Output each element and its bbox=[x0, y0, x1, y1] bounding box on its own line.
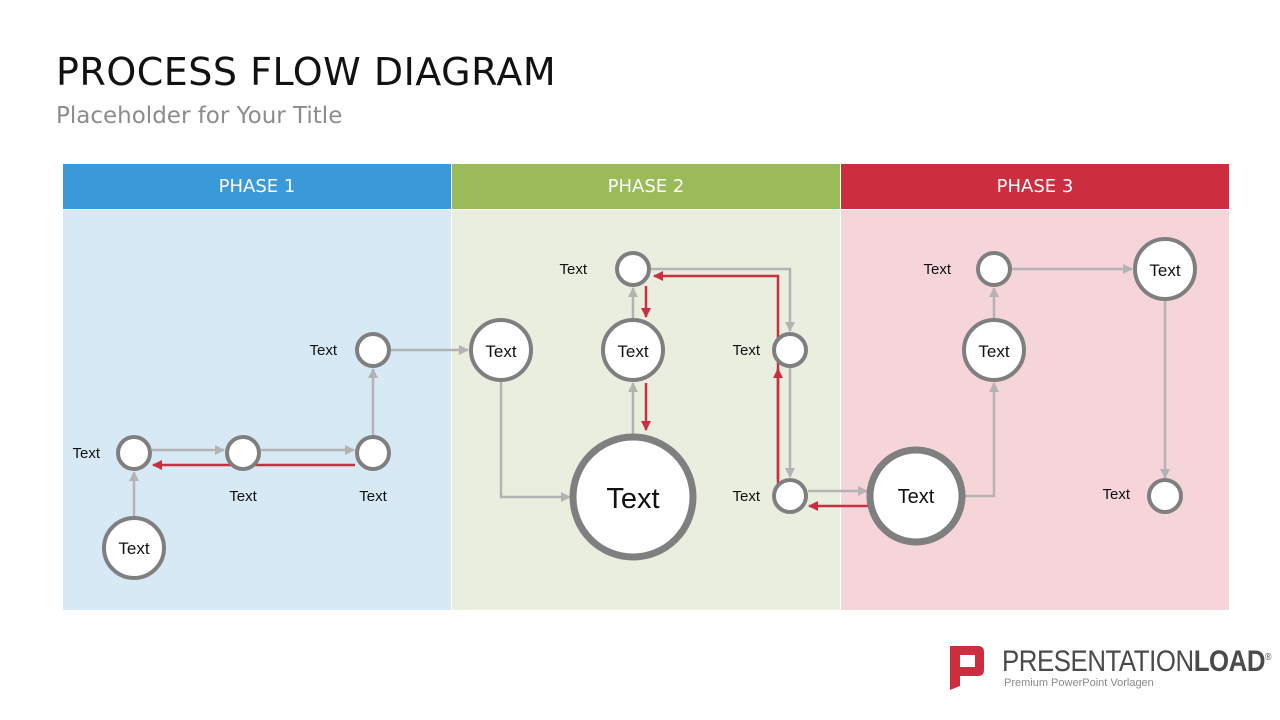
presentationload-logo-icon bbox=[950, 646, 984, 690]
phase-2-header: PHASE 2 bbox=[452, 164, 840, 209]
phase-1-header: PHASE 1 bbox=[63, 164, 451, 209]
brand-name: PRESENTATIONLOAD® bbox=[1002, 645, 1272, 678]
brand-logo: PRESENTATIONLOAD® Premium PowerPoint Vor… bbox=[948, 644, 1271, 694]
brand-tagline: Premium PowerPoint Vorlagen bbox=[1004, 677, 1154, 689]
phase-2-panel bbox=[452, 210, 840, 610]
phase-3-panel bbox=[841, 210, 1229, 610]
page-title: PROCESS FLOW DIAGRAM bbox=[56, 50, 557, 94]
phase-3-header: PHASE 3 bbox=[841, 164, 1229, 209]
page-subtitle: Placeholder for Your Title bbox=[56, 103, 343, 129]
phase-1-panel bbox=[63, 210, 451, 610]
